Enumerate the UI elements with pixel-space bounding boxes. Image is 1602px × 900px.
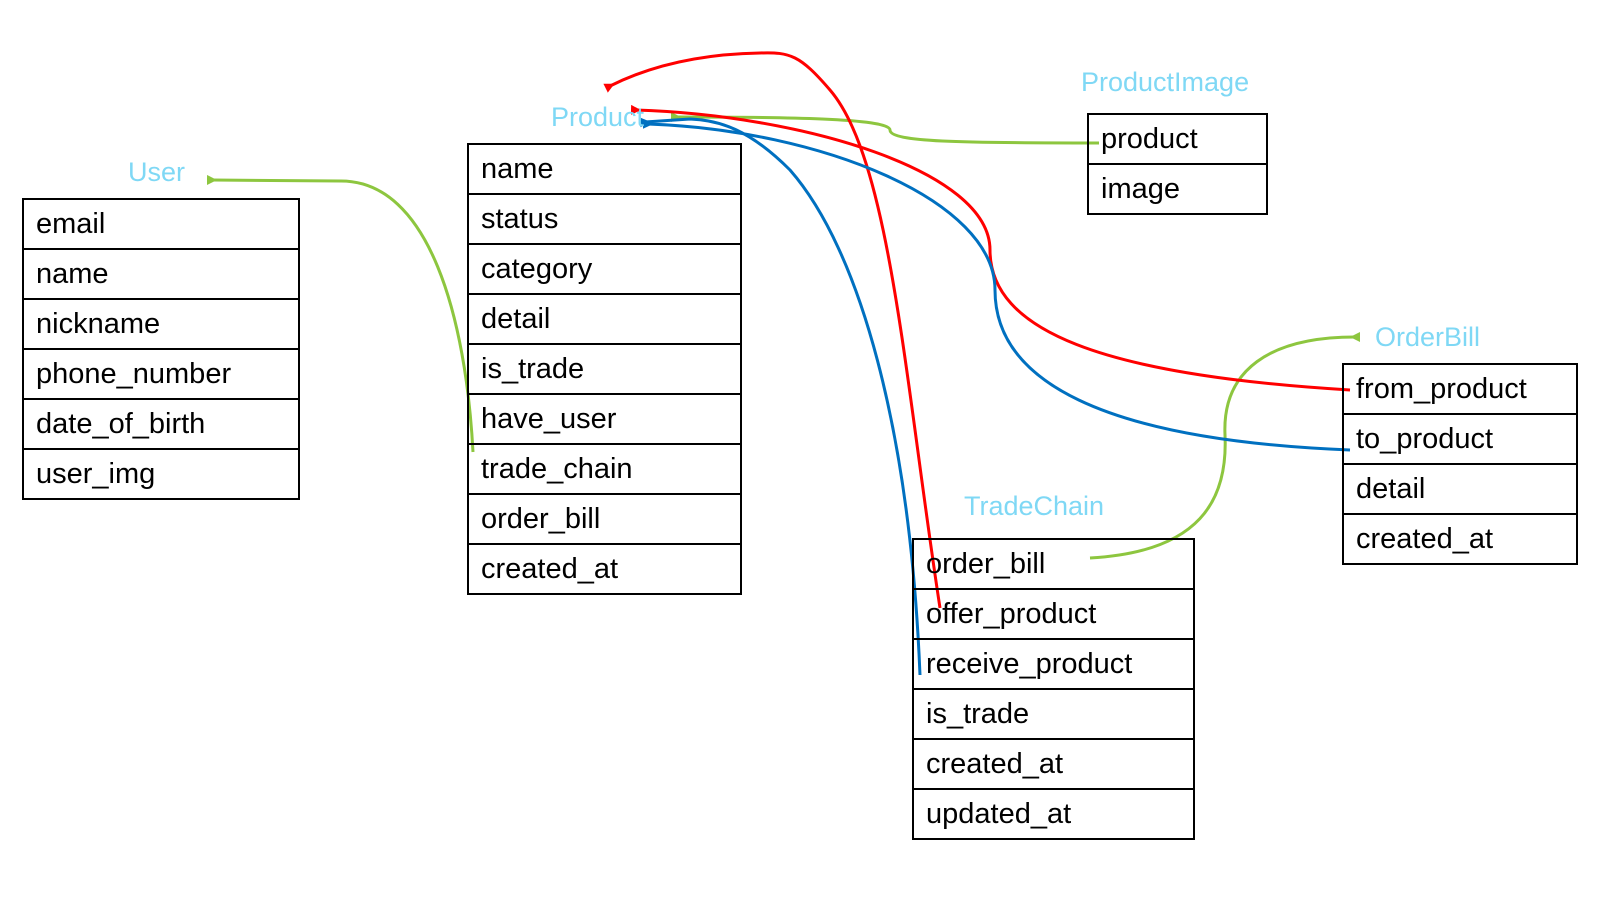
tradechain-field: is_trade — [912, 688, 1195, 740]
table-row: trade_chain — [467, 443, 742, 495]
relation-to-product-to-product — [642, 118, 1351, 452]
orderbill-field: detail — [1342, 463, 1578, 515]
user-field: user_img — [22, 448, 300, 500]
product-entity-title: Product — [551, 102, 645, 132]
table-row: image — [1087, 163, 1268, 215]
user-field: name — [22, 248, 300, 300]
table-row: updated_at — [912, 788, 1195, 840]
table-row: created_at — [912, 738, 1195, 790]
table-row: offer_product — [912, 588, 1195, 640]
tradechain-field: receive_product — [912, 638, 1195, 690]
table-row: order_bill — [912, 538, 1195, 590]
relation-offer-product-to-product — [603, 51, 942, 609]
product-field: category — [467, 243, 742, 295]
orderbill-field: from_product — [1342, 363, 1578, 415]
relation-receive-product-to-product — [639, 117, 922, 676]
table-row: created_at — [467, 543, 742, 595]
productimage-field: image — [1087, 163, 1268, 215]
product-field: detail — [467, 293, 742, 345]
relation-productimage-to-product — [670, 111, 1100, 145]
productimage-field: product — [1087, 113, 1268, 165]
table-row: name — [22, 248, 300, 300]
product-field: order_bill — [467, 493, 742, 545]
productimage-entity-title: ProductImage — [1081, 67, 1250, 97]
orderbill-field: created_at — [1342, 513, 1578, 565]
product-field: have_user — [467, 393, 742, 445]
user-field: phone_number — [22, 348, 300, 400]
table-row: status — [467, 193, 742, 245]
table-row: created_at — [1342, 513, 1578, 565]
table-row: nickname — [22, 298, 300, 350]
productimage-entity-table: product image — [1087, 113, 1268, 215]
relation-from-product-to-product — [630, 104, 1351, 392]
tradechain-field: order_bill — [912, 538, 1195, 590]
tradechain-entity-title: TradeChain — [964, 491, 1105, 521]
table-row: order_bill — [467, 493, 742, 545]
user-field: date_of_birth — [22, 398, 300, 450]
tradechain-field: created_at — [912, 738, 1195, 790]
orderbill-entity-title: OrderBill — [1375, 322, 1481, 352]
tradechain-entity-table: order_bill offer_product receive_product… — [912, 538, 1195, 840]
orderbill-field: to_product — [1342, 413, 1578, 465]
table-row: email — [22, 198, 300, 250]
product-field: status — [467, 193, 742, 245]
table-row: detail — [467, 293, 742, 345]
table-row: is_trade — [467, 343, 742, 395]
table-row: phone_number — [22, 348, 300, 400]
table-row: is_trade — [912, 688, 1195, 740]
table-row: to_product — [1342, 413, 1578, 465]
user-field: email — [22, 198, 300, 250]
user-entity-table: email name nickname phone_number date_of… — [22, 198, 300, 500]
tradechain-field: offer_product — [912, 588, 1195, 640]
product-field: created_at — [467, 543, 742, 595]
product-field: is_trade — [467, 343, 742, 395]
table-row: have_user — [467, 393, 742, 445]
table-row: detail — [1342, 463, 1578, 515]
table-row: date_of_birth — [22, 398, 300, 450]
product-field: trade_chain — [467, 443, 742, 495]
user-field: nickname — [22, 298, 300, 350]
table-row: from_product — [1342, 363, 1578, 415]
table-row: category — [467, 243, 742, 295]
table-row: receive_product — [912, 638, 1195, 690]
user-entity-title: User — [128, 157, 186, 187]
orderbill-entity-table: from_product to_product detail created_a… — [1342, 363, 1578, 565]
table-row: user_img — [22, 448, 300, 500]
table-row: name — [467, 143, 742, 195]
product-field: name — [467, 143, 742, 195]
table-row: product — [1087, 113, 1268, 165]
product-entity-table: name status category detail is_trade hav… — [467, 143, 742, 595]
tradechain-field: updated_at — [912, 788, 1195, 840]
